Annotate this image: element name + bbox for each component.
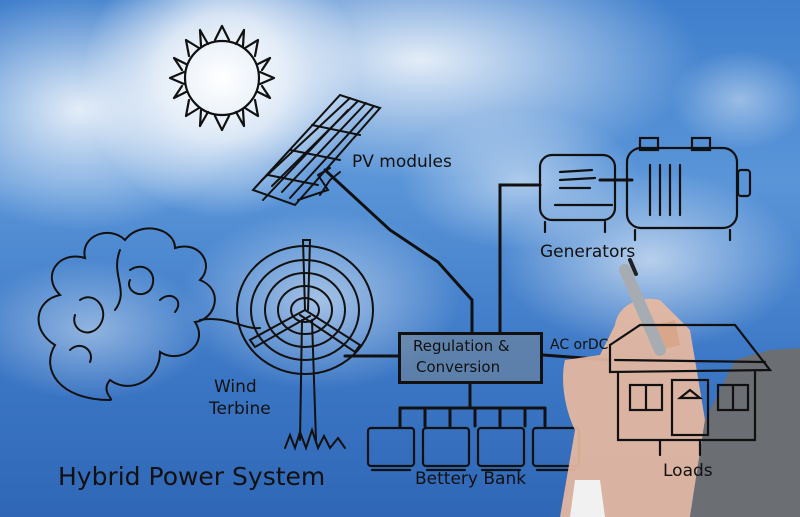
wind-turbine-icon — [236, 239, 374, 452]
house-icon — [608, 323, 773, 457]
pv-modules-label: PV modules — [352, 152, 452, 172]
wind-turbine-label-line1: Wind — [214, 377, 257, 397]
conversion-label: Conversion — [416, 358, 501, 376]
battery-bank-label: Bettery Bank — [415, 469, 527, 489]
battery-bank-icon — [366, 426, 581, 472]
generators-label: Generators — [540, 242, 636, 262]
generator-icon — [538, 136, 752, 242]
pv-module-icon — [251, 93, 382, 207]
sun-icon — [168, 24, 276, 132]
loads-label: Loads — [663, 461, 713, 481]
sun-glow — [82, 0, 362, 218]
hand-with-pen — [560, 258, 800, 517]
regulation-label: Regulation & — [413, 337, 510, 355]
ac-dc-label: AC orDC — [550, 337, 609, 353]
tree-icon — [37, 227, 261, 402]
regulation-conversion-box — [398, 332, 543, 384]
wiring — [323, 168, 634, 428]
diagram-title: Hybrid Power System — [58, 462, 326, 491]
wind-turbine-label-line2: Terbine — [209, 399, 271, 419]
